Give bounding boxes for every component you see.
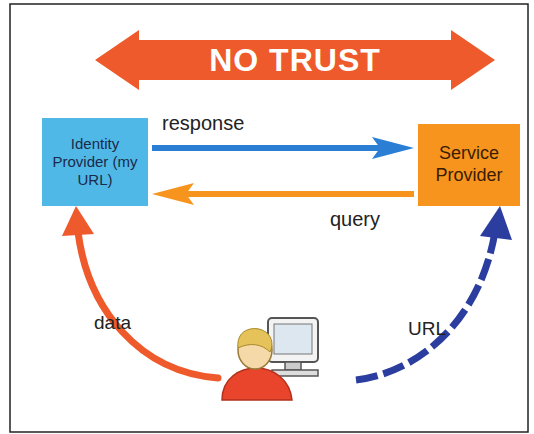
node-text: NO TRUST	[209, 41, 381, 79]
frame	[10, 4, 528, 432]
data-arrow	[78, 232, 218, 378]
edge-label: query	[330, 208, 380, 231]
identity-provider-box: Identity Provider (my URL)	[42, 118, 148, 206]
url-arrow	[356, 232, 495, 380]
user-at-computer	[222, 318, 318, 400]
service-provider-box: Service Provider	[418, 124, 520, 206]
trust-banner: NO TRUST	[95, 30, 495, 90]
response-arrow	[152, 137, 414, 159]
data-label: data	[94, 312, 131, 334]
data-arrowhead	[62, 206, 94, 236]
node-text: Identity Provider (my URL)	[50, 135, 140, 189]
url-arrowhead	[480, 206, 512, 240]
query-arrow	[152, 183, 414, 205]
node-text: Service Provider	[426, 143, 512, 186]
edge-label: response	[162, 112, 244, 135]
url-label: URL	[408, 318, 446, 340]
